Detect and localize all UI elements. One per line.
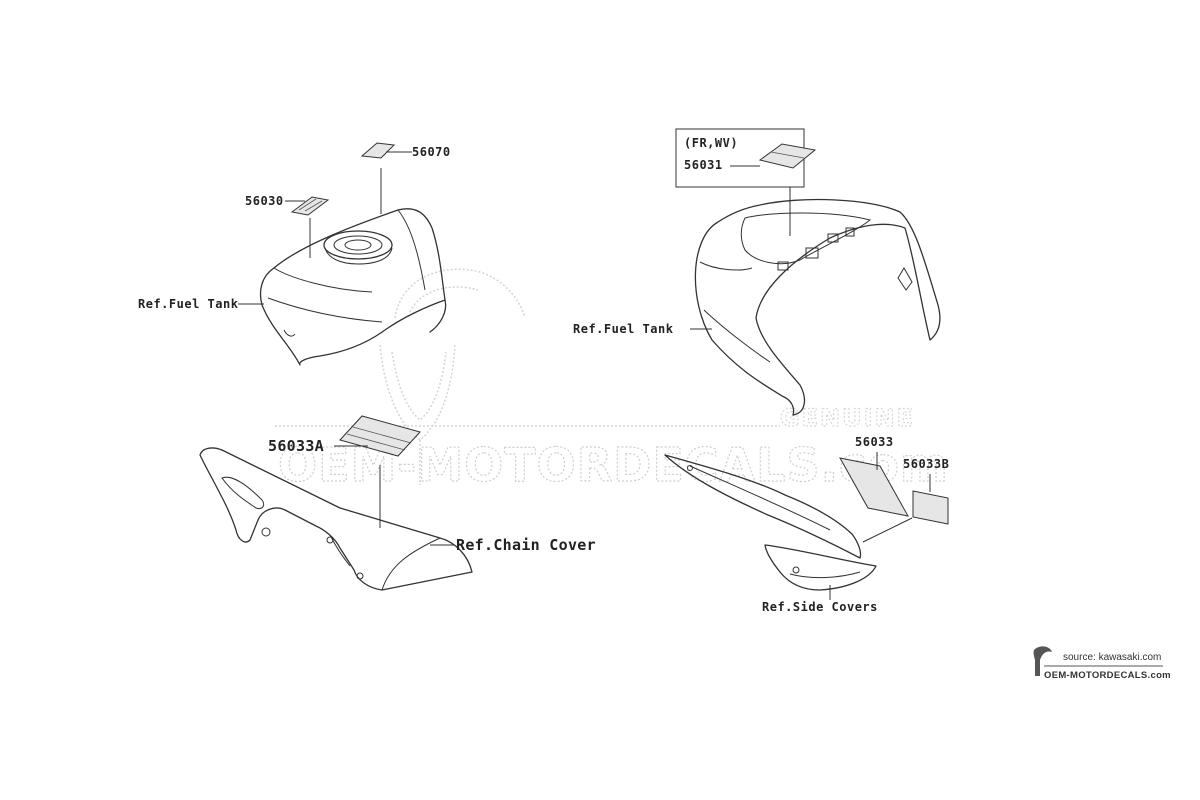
decal-56033: [839, 457, 909, 517]
part-number-56033B: 56033B: [903, 457, 949, 471]
variant-callout-box: (FR,WV) 56031: [675, 128, 817, 188]
right-fuel-tank-drawing: [694, 198, 941, 416]
decal-56033A: [339, 415, 421, 457]
source-credit: source: kawasaki.com OEM-MOTORDECALS.com: [1033, 646, 1171, 681]
ref-fuel-tank-label-right: Ref.Fuel Tank: [573, 322, 674, 336]
decal-56070: [360, 142, 396, 159]
ref-side-covers-label: Ref.Side Covers: [762, 600, 878, 614]
watermark-genuine-text: GENUINE: [780, 404, 915, 432]
part-number-56070: 56070: [412, 145, 451, 159]
decal-56030: [290, 196, 330, 216]
chain-cover-drawing: [199, 447, 473, 591]
part-number-56033A: 56033A: [268, 437, 324, 455]
source-brand-text: OEM-MOTORDECALS.com: [1044, 670, 1171, 681]
part-number-56031: 56031: [684, 158, 723, 172]
bird-logo-icon: [1033, 646, 1052, 676]
watermark-bird-logo: [379, 268, 526, 485]
part-number-56033: 56033: [855, 435, 894, 449]
left-fuel-tank-drawing: [259, 208, 447, 366]
decal-56033B: [912, 490, 949, 525]
watermark: GENUINE OEM-MOTORDECALS.com: [275, 268, 948, 493]
source-text: source: kawasaki.com: [1063, 652, 1161, 663]
variant-note: (FR,WV): [684, 136, 738, 150]
part-number-56030: 56030: [245, 194, 284, 208]
ref-chain-cover-label: Ref.Chain Cover: [456, 536, 596, 554]
ref-fuel-tank-label-left: Ref.Fuel Tank: [138, 297, 239, 311]
decal-56031: [758, 143, 817, 169]
